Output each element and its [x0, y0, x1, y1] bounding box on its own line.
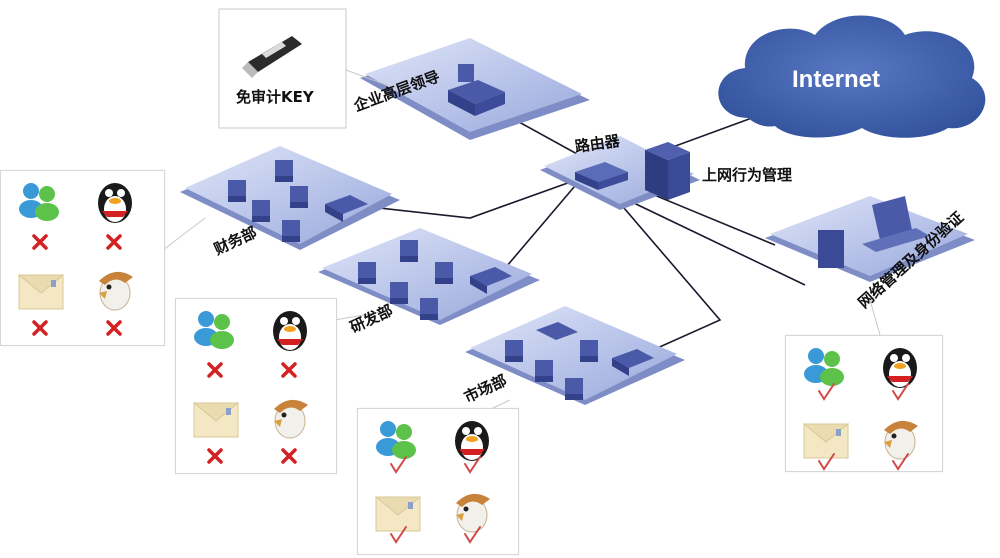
foxmail-bird-cell — [442, 485, 502, 555]
market-permissions-panel — [357, 408, 519, 555]
behavior-label: 上网行为管理 — [702, 166, 793, 184]
internet-cloud — [718, 15, 986, 138]
netmgmt-platform — [765, 196, 975, 282]
foxmail-bird-cell — [870, 412, 930, 482]
msn-messenger-cell — [11, 177, 71, 250]
qq-penguin-cell — [85, 177, 145, 250]
rnd-permissions-panel — [175, 298, 337, 474]
email-envelope-cell — [796, 412, 856, 482]
rnd-platform — [318, 228, 540, 325]
msn-messenger-cell — [796, 342, 856, 412]
key-label: 免审计KEY — [236, 88, 314, 106]
email-envelope-cell — [186, 391, 246, 464]
foxmail-bird-cell — [85, 263, 145, 336]
msn-messenger-cell — [186, 305, 246, 378]
netmgmt-permissions-panel — [785, 335, 943, 472]
msn-messenger-cell — [368, 415, 428, 485]
email-envelope-cell — [368, 485, 428, 555]
router-platform — [540, 136, 700, 210]
usb-key-icon — [242, 36, 302, 78]
market-platform — [465, 306, 685, 405]
foxmail-bird-cell — [260, 391, 320, 464]
qq-penguin-cell — [260, 305, 320, 378]
executive-platform — [360, 38, 590, 140]
qq-penguin-cell — [870, 342, 930, 412]
internet-label: Internet — [792, 66, 881, 93]
finance-permissions-panel — [0, 170, 165, 346]
email-envelope-cell — [11, 263, 71, 336]
finance-platform — [180, 146, 400, 250]
key-callout — [218, 8, 396, 129]
qq-penguin-cell — [442, 415, 502, 485]
